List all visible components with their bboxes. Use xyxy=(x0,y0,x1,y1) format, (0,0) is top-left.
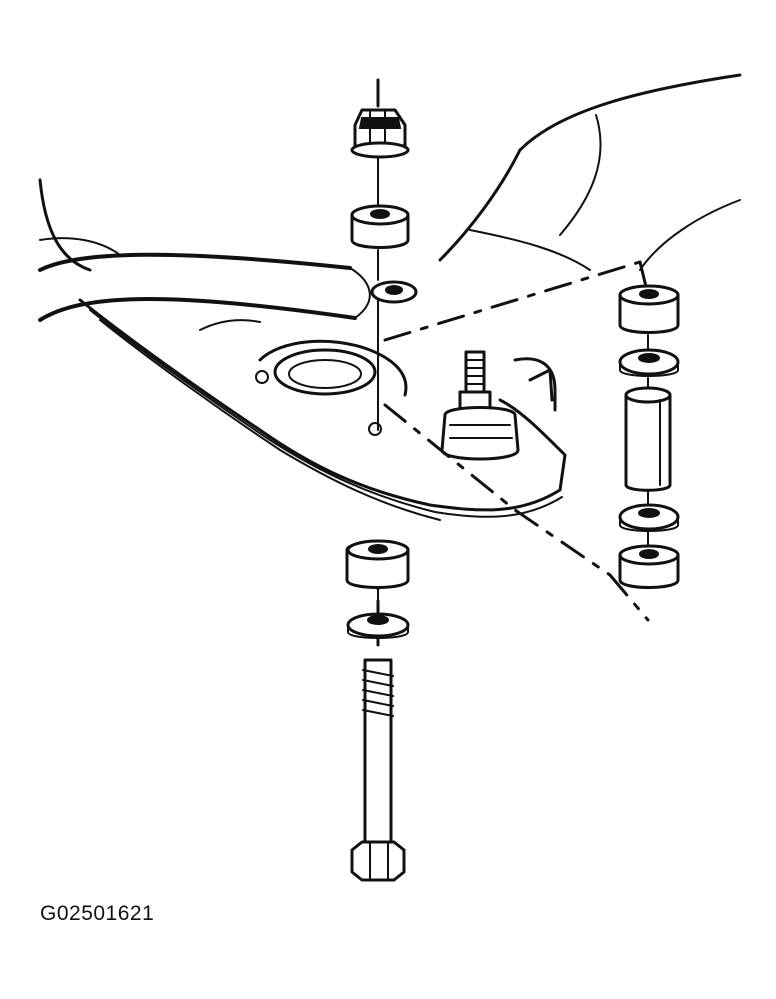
stabilizer-bar xyxy=(38,252,371,322)
side-bushing-bottom xyxy=(618,544,680,589)
spacer-sleeve xyxy=(624,386,672,492)
side-retainer-top xyxy=(618,348,680,377)
lower-bushing xyxy=(345,539,410,589)
lower-control-arm xyxy=(78,298,567,521)
side-retainer-bottom xyxy=(618,503,680,532)
lower-retainer xyxy=(346,612,410,639)
top-nut xyxy=(350,108,410,159)
side-bushing-top xyxy=(618,284,680,334)
figure-id-label: G02501621 xyxy=(40,902,155,925)
stabilizer-washer xyxy=(370,280,418,304)
vehicle-frame-outline xyxy=(38,73,742,272)
link-bolt xyxy=(350,658,406,882)
ball-joint xyxy=(440,350,557,461)
upper-retainer-bushing xyxy=(350,204,410,249)
